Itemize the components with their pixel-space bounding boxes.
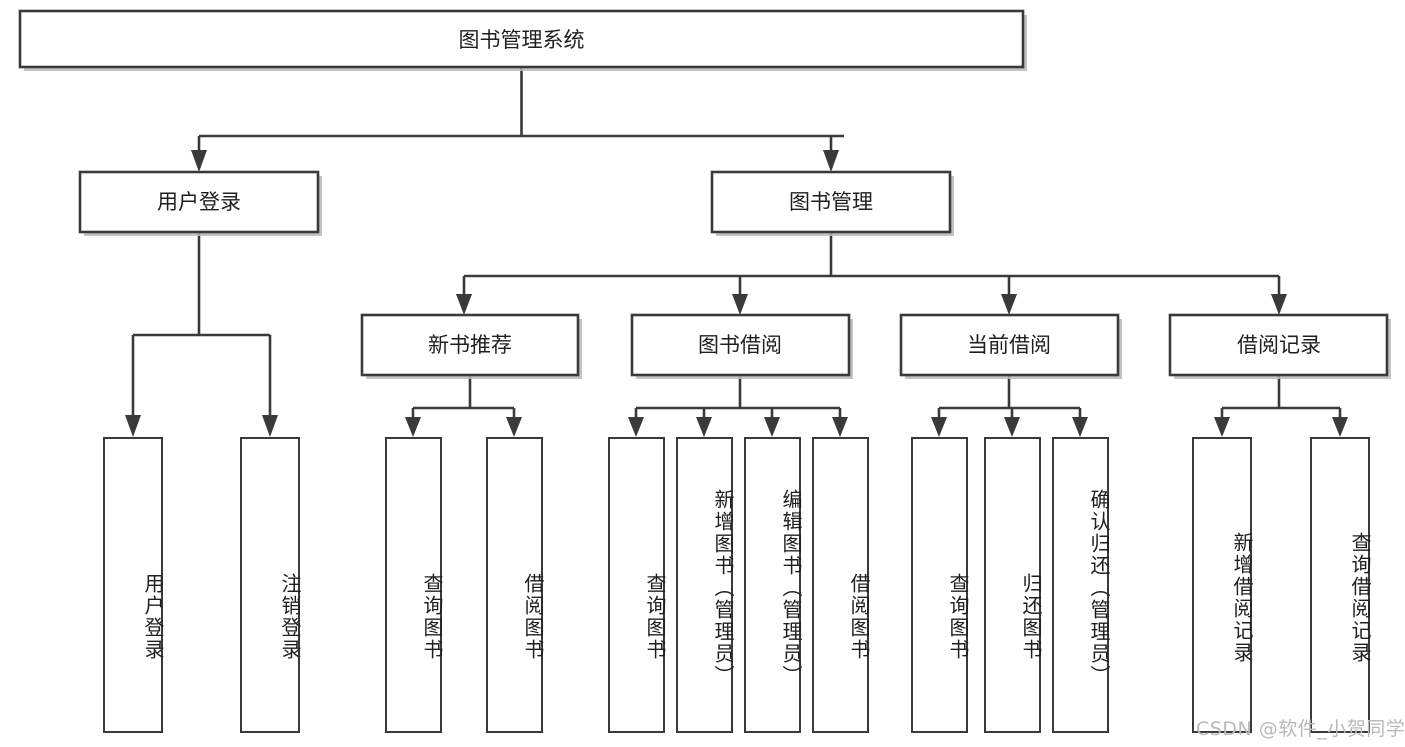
connector-layer: [125, 67, 1348, 437]
leaf-label-add-borrow-record: 新增借阅记录: [1230, 532, 1254, 664]
borrow-record-label: 借阅记录: [1237, 333, 1321, 357]
leaf-node-confirm-return-admin[interactable]: 确认归还（管理员）: [1052, 437, 1111, 733]
leaf-label-user-login: 用户登录: [141, 573, 165, 661]
leaf-node-query-book-current[interactable]: 查询图书: [911, 437, 970, 733]
leaf-node-return-book[interactable]: 归还图书: [984, 437, 1043, 733]
book-manage-box: [710, 170, 952, 234]
leaf-node-query-book-borrow[interactable]: 查询图书: [608, 437, 667, 733]
leaf-node-query-book-new[interactable]: 查询图书: [385, 437, 444, 733]
arrow-to-book-manage: [823, 150, 839, 172]
user-login-box: [78, 170, 320, 234]
book-manage-label: 图书管理: [789, 190, 873, 214]
current-borrow-label: 当前借阅: [967, 333, 1051, 357]
node-book-borrow[interactable]: 图书借阅: [630, 313, 853, 379]
arrow-leaf-query-book-c: [931, 417, 947, 437]
node-current-borrow[interactable]: 当前借阅: [899, 313, 1122, 379]
root-box: [18, 9, 1025, 69]
arrow-leaf-logout: [262, 415, 278, 437]
leaf-node-logout[interactable]: 注销登录: [240, 437, 302, 733]
leaf-label-logout: 注销登录: [278, 573, 302, 661]
node-new-book-recommend[interactable]: 新书推荐: [360, 313, 582, 379]
borrow-record-box: [1168, 313, 1389, 377]
leaf-node-user-login[interactable]: 用户登录: [103, 437, 165, 733]
arrow-leaf-query-book-a: [405, 417, 421, 437]
arrow-to-borrow-record: [1271, 294, 1287, 315]
node-root[interactable]: 图书管理系统: [18, 9, 1027, 71]
arrow-leaf-confirm-return: [1072, 417, 1088, 437]
leaf-node-borrow-book-new[interactable]: 借阅图书: [486, 437, 545, 733]
leaf-node-query-borrow-record[interactable]: 查询借阅记录: [1310, 437, 1372, 733]
arrow-leaf-return-book: [1004, 417, 1020, 437]
arrow-leaf-borrow-book-b: [832, 417, 848, 437]
arrow-leaf-edit-book: [764, 417, 780, 437]
book-borrow-box: [630, 313, 851, 377]
leaf-node-borrow-book-borrow[interactable]: 借阅图书: [812, 437, 871, 733]
new-book-box: [360, 313, 580, 377]
node-borrow-record[interactable]: 借阅记录: [1168, 313, 1391, 379]
arrow-leaf-query-book-b: [628, 417, 644, 437]
leaf-label-query-borrow-record: 查询借阅记录: [1348, 532, 1372, 664]
user-login-label: 用户登录: [157, 190, 241, 214]
leaf-node-add-borrow-record[interactable]: 新增借阅记录: [1192, 437, 1254, 733]
leaf-label-add-book-admin: 新增图书（管理员）: [711, 489, 735, 687]
node-user-login[interactable]: 用户登录: [78, 170, 322, 236]
leaf-node-add-book-admin[interactable]: 新增图书（管理员）: [676, 437, 735, 733]
current-borrow-box: [899, 313, 1120, 377]
arrow-to-user-login: [191, 150, 207, 172]
arrow-to-current-borrow: [1001, 294, 1017, 315]
leaf-label-query-book-borrow: 查询图书: [643, 573, 667, 661]
book-borrow-label: 图书借阅: [698, 333, 782, 357]
root-label: 图书管理系统: [459, 28, 585, 52]
leaf-label-confirm-return-admin: 确认归还（管理员）: [1087, 489, 1111, 687]
leaf-label-query-book-new: 查询图书: [420, 573, 444, 661]
arrow-leaf-borrow-book-a: [506, 417, 522, 437]
node-book-manage[interactable]: 图书管理: [710, 170, 954, 236]
leaf-label-edit-book-admin: 编辑图书（管理员）: [779, 489, 803, 687]
arrow-leaf-query-record: [1332, 417, 1348, 437]
csdn-watermark: CSDN @软件_小贺同学: [1196, 718, 1405, 740]
leaf-label-query-book-current: 查询图书: [946, 573, 970, 661]
leaf-label-return-book: 归还图书: [1019, 573, 1043, 661]
leaf-label-borrow-book-new: 借阅图书: [521, 573, 545, 661]
arrow-to-new-book: [456, 294, 472, 315]
new-book-label: 新书推荐: [428, 333, 512, 357]
arrow-leaf-user-login: [125, 415, 141, 437]
arrow-leaf-add-book: [696, 417, 712, 437]
leaf-node-edit-book-admin[interactable]: 编辑图书（管理员）: [744, 437, 803, 733]
arrow-leaf-add-record: [1214, 417, 1230, 437]
leaf-label-borrow-book-borrow: 借阅图书: [847, 573, 871, 661]
arrow-to-book-borrow: [732, 294, 748, 315]
